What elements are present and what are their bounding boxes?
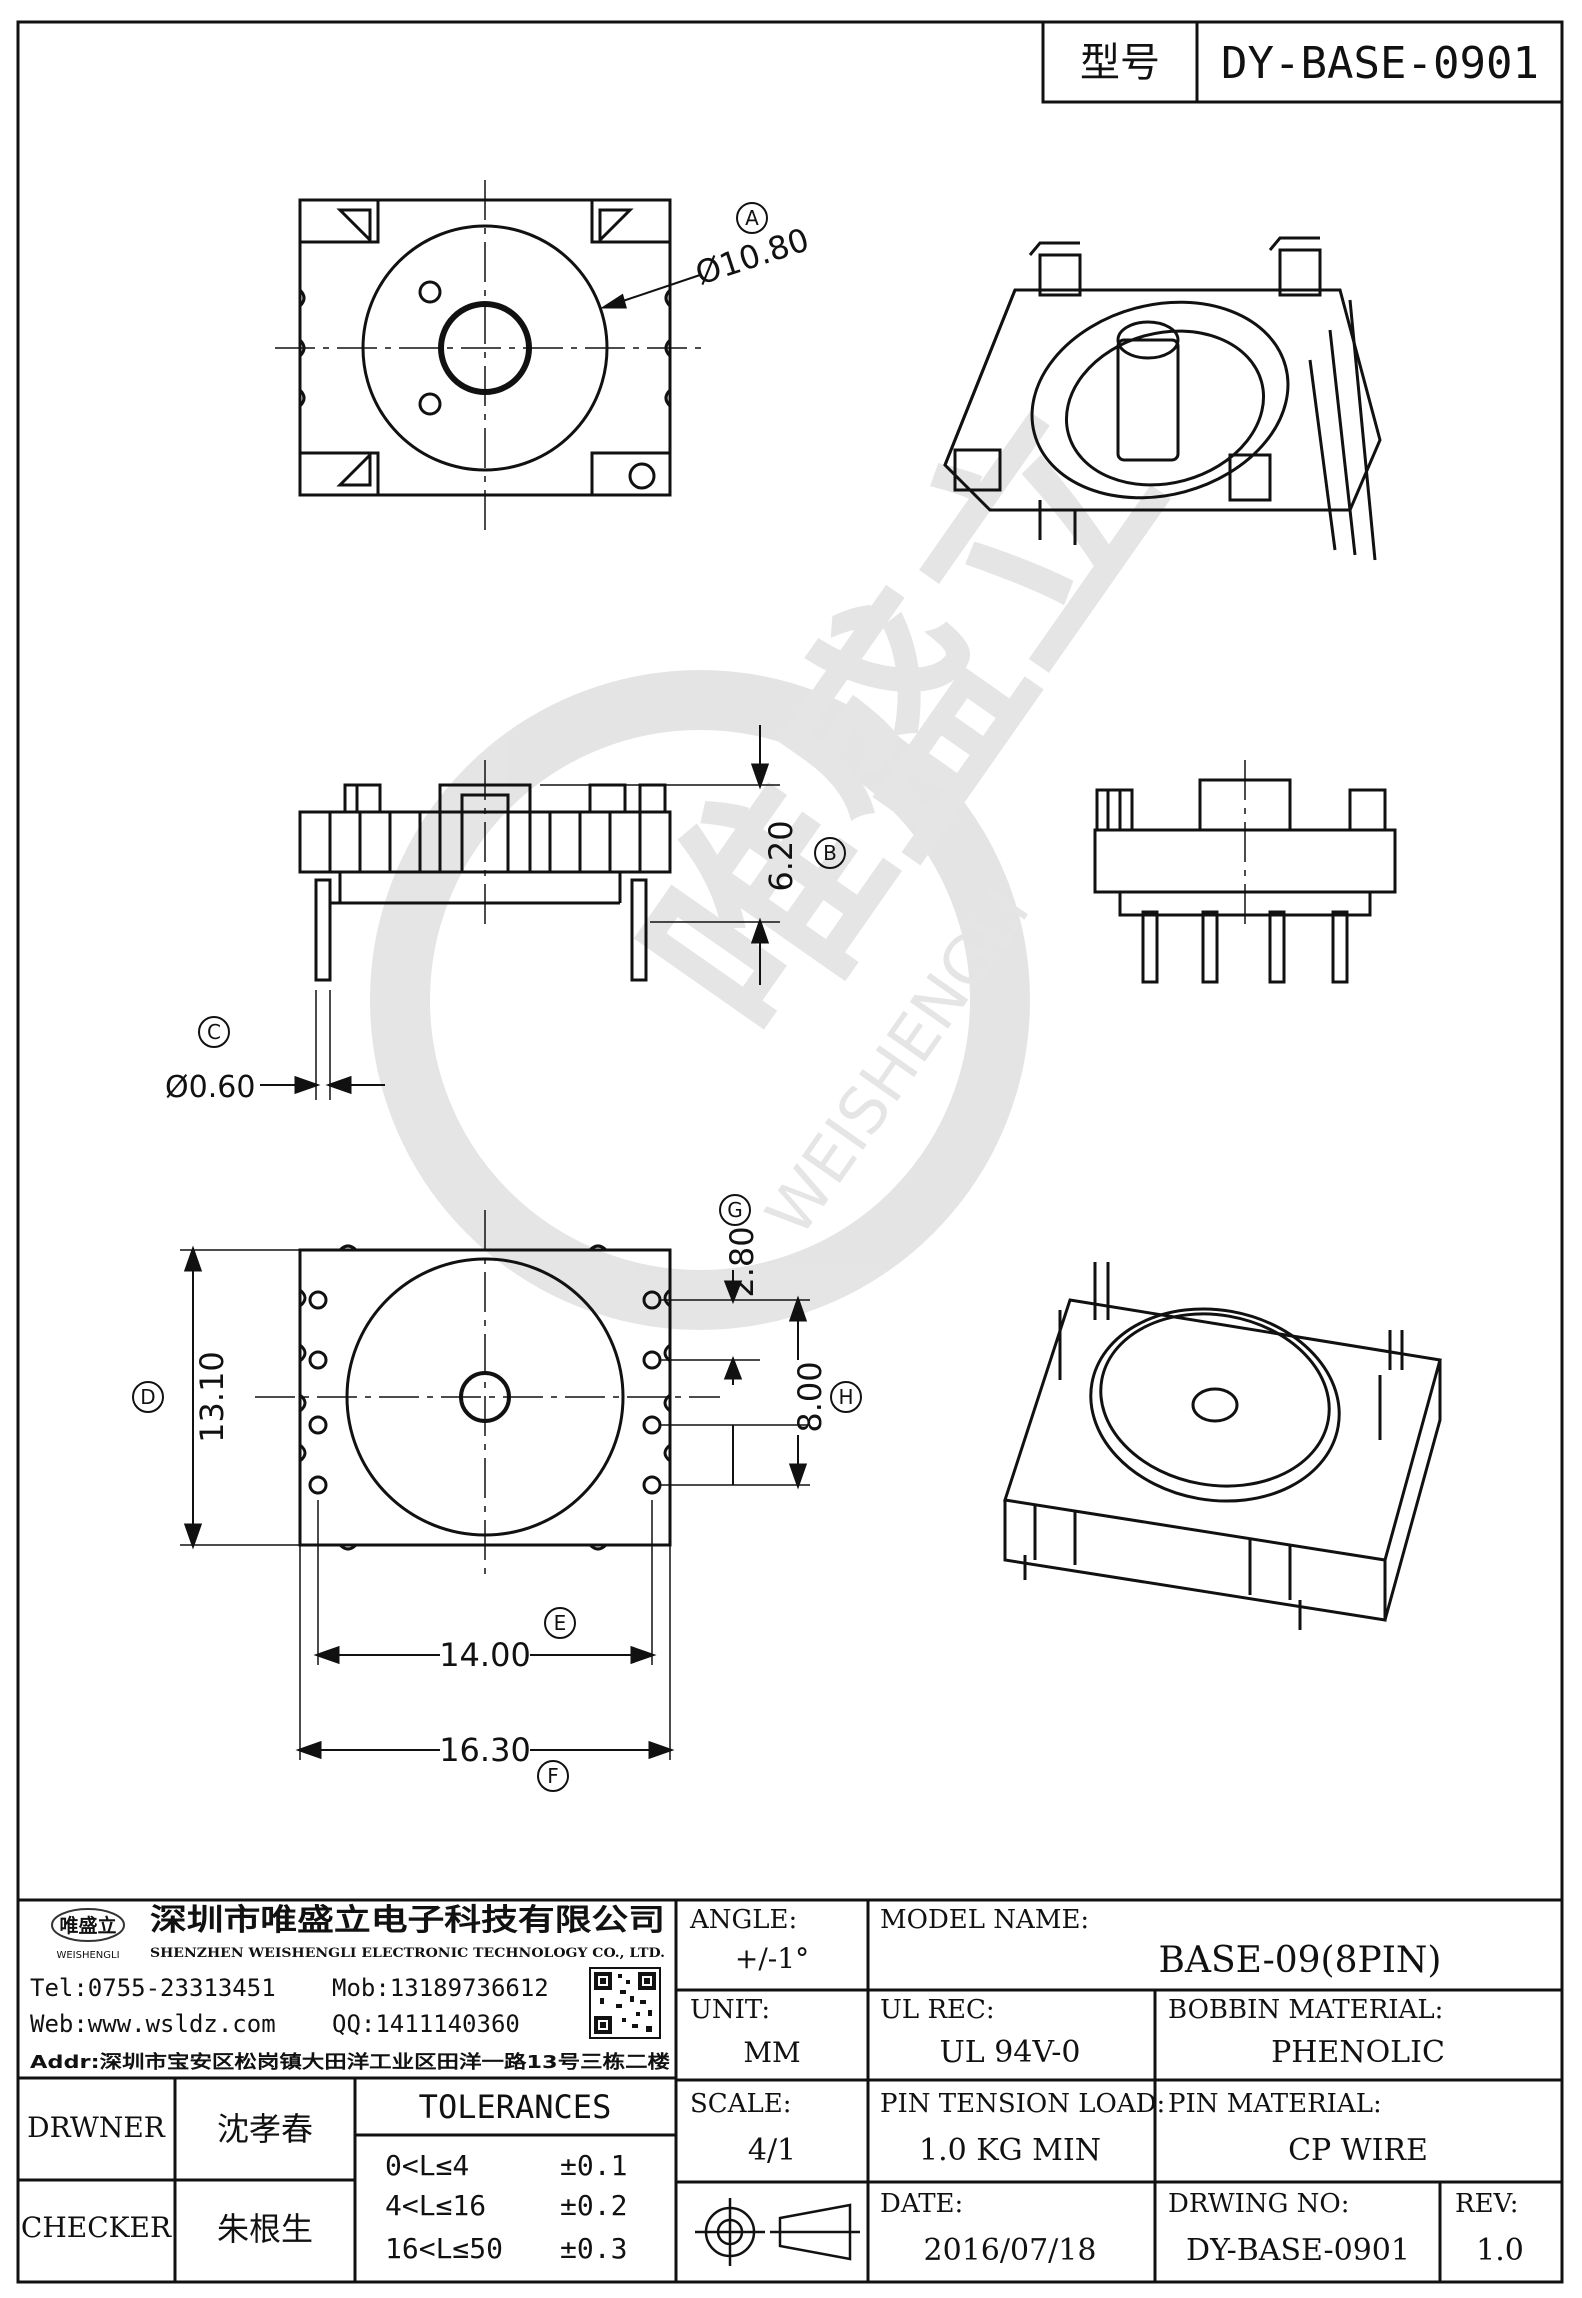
ul-rec-label: UL REC: — [880, 1995, 995, 2025]
logo-en: WEISHENGLI — [56, 1950, 119, 1961]
projection-symbol-icon — [695, 2198, 860, 2266]
company-addr: Addr:深圳市宝安区松岗镇大田洋工业区田洋一路13号三栋二楼 — [30, 2051, 670, 2073]
circle-label-d: D — [140, 1385, 155, 1409]
bobbin-material-value: PHENOLIC — [1271, 2035, 1445, 2070]
model-name-label: MODEL NAME: — [880, 1905, 1089, 1935]
circle-label-e: E — [554, 1611, 567, 1635]
model-name-value: BASE-09(8PIN) — [1159, 1940, 1442, 1981]
model-code: DY-BASE-0901 — [1221, 38, 1539, 89]
circle-label-c: C — [207, 1020, 221, 1044]
tolerance-value-2: ±0.2 — [560, 2189, 627, 2222]
height-b: 6.20 — [762, 820, 800, 891]
tolerances-title: TOLERANCES — [419, 2088, 612, 2126]
watermark: 唯盛立 WEISHENGLI — [370, 363, 1211, 1330]
circle-label-e-marker — [544, 1607, 576, 1639]
drawer-name: 沈孝春 — [217, 2110, 313, 2148]
circle-label-g-marker — [719, 1194, 751, 1226]
scale-value: 4/1 — [748, 2133, 796, 2168]
dim-e: 14.00 — [439, 1636, 531, 1674]
header-box: 型号 DY-BASE-0901 — [1041, 20, 1564, 104]
company-web: Web:www.wsldz.com — [30, 2010, 276, 2038]
circle-label-a: A — [745, 206, 759, 230]
iso-top-view — [943, 236, 1382, 561]
date-label: DATE: — [880, 2189, 963, 2219]
circle-label-a-marker — [736, 202, 768, 234]
company-name-cn: 深圳市唯盛立电子科技有限公司 — [150, 1903, 665, 1938]
drawing-no-label: DRWING NO: — [1168, 2189, 1349, 2219]
company-mob: Mob:13189736612 — [332, 1974, 549, 2002]
logo-cn: 唯盛立 — [59, 1914, 116, 1937]
pin-diameter-c: Ø0.60 — [165, 1070, 255, 1105]
tolerance-range-2: 4<L≤16 — [385, 2189, 486, 2222]
pin-material-value: CP WIRE — [1288, 2133, 1428, 2168]
bobbin-material-label: BOBBIN MATERIAL: — [1168, 1995, 1443, 2025]
rev-label: REV: — [1455, 2189, 1518, 2219]
bottom-view — [180, 1210, 810, 1760]
circle-label-h-marker — [830, 1381, 862, 1413]
pin-tension-value: 1.0 KG MIN — [919, 2133, 1101, 2168]
title-block-grid — [18, 1898, 1562, 2282]
iso-bottom-view — [1003, 1262, 1442, 1630]
circle-label-d-marker — [132, 1381, 164, 1413]
angle-label: ANGLE: — [689, 1905, 797, 1935]
circle-label-g: G — [727, 1198, 743, 1222]
circle-label-f: F — [547, 1764, 559, 1788]
checker-label: CHECKER — [21, 2211, 172, 2244]
circle-label-c-marker — [198, 1016, 230, 1048]
type-label: 型号 — [1080, 40, 1160, 86]
circle-label-h: H — [838, 1385, 853, 1409]
scale-label: SCALE: — [690, 2089, 792, 2119]
angle-value: +/-1° — [735, 1942, 809, 1975]
company-name-en: SHENZHEN WEISHENGLI ELECTRONIC TECHNOLOG… — [150, 1946, 665, 1961]
unit-value: MM — [743, 2036, 800, 2069]
dim-g: 2.80 — [723, 1226, 761, 1297]
dim-d: 13.10 — [193, 1351, 231, 1443]
sheet-border — [16, 20, 1564, 2284]
circle-label-b-marker — [814, 837, 846, 869]
qr-code — [589, 1967, 661, 2039]
pin-tension-label: PIN TENSION LOAD: — [880, 2089, 1165, 2119]
dim-f: 16.30 — [439, 1731, 531, 1769]
side-end-view — [1093, 760, 1397, 984]
side-front-view — [260, 725, 780, 1100]
date-value: 2016/07/18 — [924, 2233, 1097, 2268]
tolerance-value-3: ±0.3 — [560, 2232, 627, 2265]
rev-value: 1.0 — [1476, 2233, 1524, 2268]
dim-h: 8.00 — [791, 1361, 829, 1432]
diameter-a: Ø10.80 — [691, 220, 814, 292]
tolerance-range-1: 0<L≤4 — [385, 2149, 469, 2182]
circle-label-b: B — [823, 841, 837, 865]
drawing-no-value: DY-BASE-0901 — [1186, 2233, 1410, 2268]
top-view — [275, 180, 705, 530]
circle-label-f-marker — [537, 1760, 569, 1792]
pin-material-label: PIN MATERIAL: — [1168, 2089, 1382, 2119]
checker-name: 朱根生 — [217, 2210, 313, 2248]
tolerance-value-1: ±0.1 — [560, 2149, 627, 2182]
company-tel: Tel:0755-23313451 — [30, 1974, 276, 2002]
drawer-label: DRWNER — [27, 2111, 166, 2144]
company-qq: QQ:1411140360 — [332, 2010, 520, 2038]
company-logo: 唯盛立 WEISHENGLI — [51, 1908, 125, 1961]
unit-label: UNIT: — [690, 1995, 770, 2025]
ul-rec-value: UL 94V-0 — [939, 2035, 1080, 2070]
tolerance-range-3: 16<L≤50 — [385, 2232, 503, 2265]
